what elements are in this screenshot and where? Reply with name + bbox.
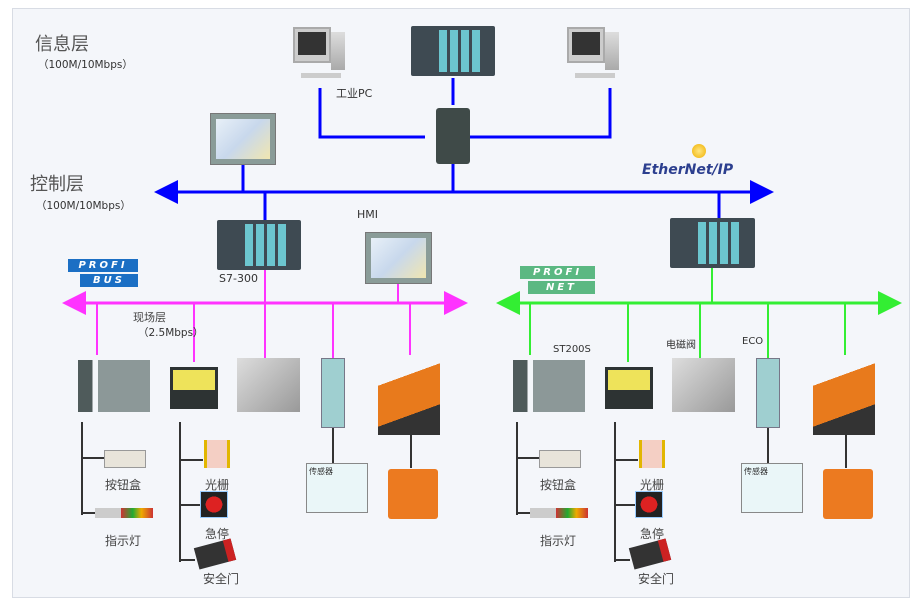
- st200s-label: ST200S: [553, 344, 591, 355]
- light-curtain-label-right: 光栅: [640, 478, 665, 492]
- control-layer-speed: （100M/10Mbps）: [36, 200, 131, 212]
- profibus-links: [62, 270, 468, 362]
- estop-label-right: 急停: [640, 527, 665, 541]
- industrial-switch: [436, 108, 470, 164]
- profinet-links: [496, 268, 902, 362]
- info-layer-speed: （100M/10Mbps）: [38, 59, 133, 71]
- solenoid-valve: [237, 358, 300, 412]
- hmi-label: HMI: [357, 208, 379, 221]
- fail-safe-module: [170, 367, 218, 409]
- safety-door-label: 安全门: [203, 572, 240, 586]
- estop-label: 急停: [205, 527, 230, 541]
- sensor-box-right: 传感器: [741, 463, 803, 513]
- s7-300-plc: [217, 220, 301, 270]
- button-box-label-right: 按钮盒: [540, 478, 577, 492]
- et200-module: [78, 360, 150, 412]
- emergency-stop-icon-right: [635, 491, 663, 518]
- robot-controller: [388, 469, 438, 519]
- indicator-lamp-icon-right: [530, 508, 588, 518]
- robot-controller-right: [823, 469, 873, 519]
- et200s-module: [513, 360, 585, 412]
- ethernet-ip-logo: EtherNet/IP: [640, 142, 760, 182]
- eco-io-module-right: [756, 358, 780, 428]
- industrial-robot: [378, 355, 440, 435]
- light-curtain-label: 光栅: [205, 478, 230, 492]
- safety-door-label-right: 安全门: [638, 572, 675, 586]
- solenoid-valve-label: 电磁阀: [666, 340, 696, 351]
- button-box-label: 按钮盒: [105, 478, 142, 492]
- eco-io-module: [321, 358, 345, 428]
- button-box-icon-right: [539, 450, 581, 468]
- hmi-panel-top: [210, 113, 276, 165]
- solenoid-valve-right: [672, 358, 735, 412]
- button-box-icon: [104, 450, 146, 468]
- ethernet-links: [154, 78, 774, 220]
- plc-rack-right: [670, 218, 755, 268]
- indicator-label-right: 指示灯: [540, 534, 577, 548]
- industrial-pc-left: [293, 27, 348, 79]
- control-layer-title: 控制层: [30, 174, 84, 195]
- eco-label: ECO: [742, 336, 764, 347]
- sensor-box: 传感器: [306, 463, 368, 513]
- indicator-lamp-icon: [95, 508, 153, 518]
- industrial-robot-right: [813, 355, 875, 435]
- fail-safe-module-right: [605, 367, 653, 409]
- field-layer-speed: （2.5Mbps）: [138, 327, 204, 339]
- industrial-pc-label: 工业PC: [336, 87, 373, 100]
- plc-rack-top: [411, 26, 495, 76]
- info-layer-title: 信息层: [35, 34, 89, 55]
- industrial-pc-right: [567, 27, 622, 79]
- field-layer-title: 现场层: [133, 311, 166, 324]
- indicator-label: 指示灯: [105, 534, 142, 548]
- light-curtain-icon-right: [639, 440, 665, 468]
- s7-300-label: S7-300: [219, 272, 258, 285]
- device-branches: [81, 422, 847, 562]
- light-curtain-icon: [204, 440, 230, 468]
- emergency-stop-icon: [200, 491, 228, 518]
- hmi-panel: [365, 232, 432, 284]
